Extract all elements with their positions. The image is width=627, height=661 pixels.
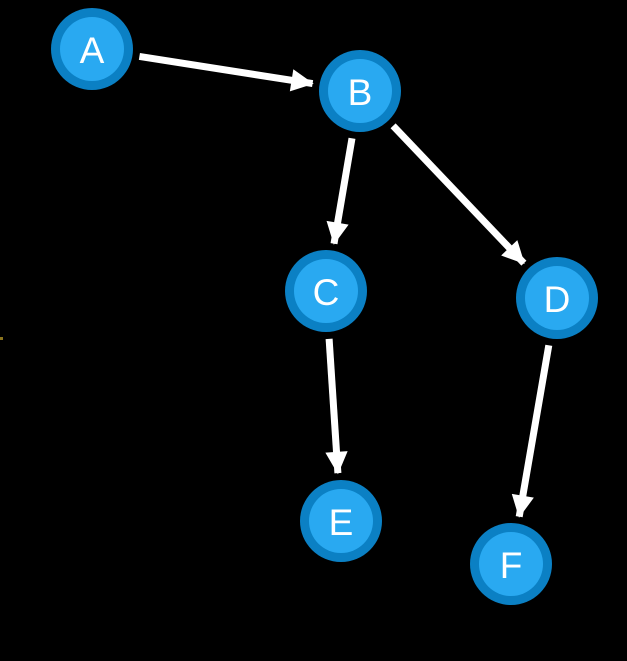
node-C-body — [294, 259, 358, 323]
edge-A-B — [138, 52, 314, 92]
node-F[interactable]: F — [470, 523, 552, 605]
edge-D-F — [511, 344, 553, 518]
stray-pixel — [0, 337, 3, 340]
node-A[interactable]: A — [51, 8, 133, 90]
edges-layer — [138, 52, 553, 518]
edge-B-C — [326, 137, 356, 245]
node-B[interactable]: B — [319, 50, 401, 132]
node-E[interactable]: E — [300, 480, 382, 562]
node-C[interactable]: C — [285, 250, 367, 332]
node-E-body — [309, 489, 373, 553]
node-F-body — [479, 532, 543, 596]
node-D[interactable]: D — [516, 257, 598, 339]
node-B-body — [328, 59, 392, 123]
node-A-body — [60, 17, 124, 81]
edge-B-D — [390, 123, 527, 266]
edge-C-E — [325, 338, 348, 475]
node-D-body — [525, 266, 589, 330]
